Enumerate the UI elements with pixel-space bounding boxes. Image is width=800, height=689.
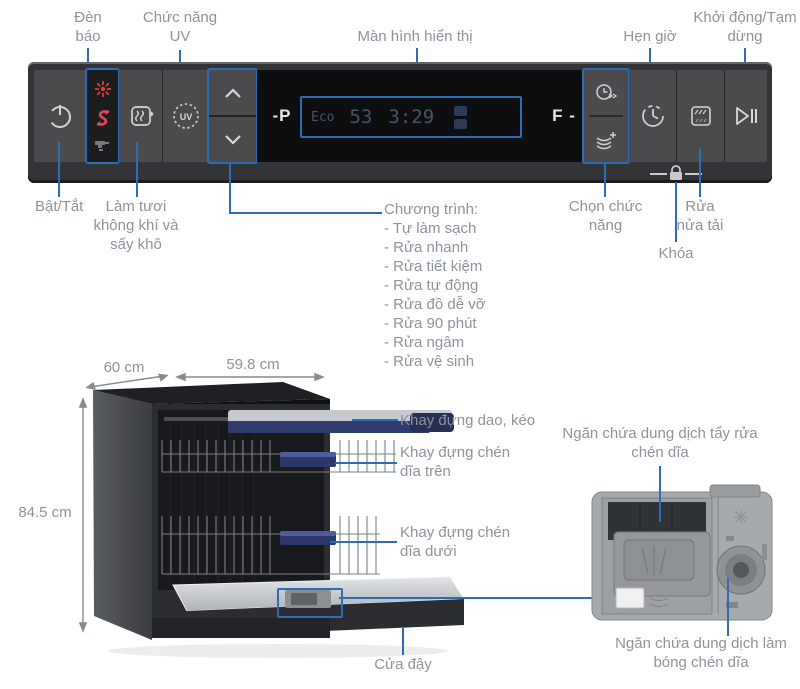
function-label: F -	[552, 106, 576, 125]
cabinet-top	[93, 382, 330, 404]
function-select	[582, 68, 630, 164]
display-screen: Eco 53 3:29	[300, 96, 522, 138]
callout-display: Màn hình hiển thị	[357, 28, 473, 45]
air-refresh-button[interactable]	[119, 70, 162, 162]
callout-indicator-lights: Đèn báo	[74, 9, 102, 46]
start-pause-button[interactable]	[725, 70, 767, 162]
callout-half-load: Rửa nửa tải	[676, 198, 724, 235]
callout-line	[604, 162, 606, 197]
callout-line	[659, 466, 661, 522]
program-list: Chương trình: - Tự làm sạch - Rửa nhanh …	[384, 200, 486, 371]
display-value: 53	[349, 106, 373, 128]
callout-line	[136, 142, 138, 197]
program-down-button[interactable]	[209, 117, 256, 162]
extra-dish-icon	[596, 131, 616, 149]
uv-icon: UV	[172, 103, 199, 129]
door-dispenser-highlight	[277, 588, 343, 618]
callout-cutlery-tray: Khay đựng dao, kéo	[400, 412, 536, 429]
callout-detergent-compartment: Ngăn chứa dung dịch tẩy rửa chén dĩa	[562, 425, 758, 462]
callout-line	[699, 148, 701, 197]
svg-text:UV: UV	[179, 112, 192, 122]
callout-timer: Hẹn giờ	[623, 28, 677, 45]
callout-line	[335, 462, 397, 464]
air-refresh-icon	[130, 106, 153, 126]
program-item: - Rửa nhanh	[384, 239, 469, 256]
upper-rack	[161, 440, 396, 473]
indicator-lights	[85, 68, 120, 164]
display-time: 3:29	[388, 106, 435, 128]
extra-dry-button[interactable]	[584, 117, 628, 162]
chevron-up-icon	[224, 87, 241, 98]
program-label: -P	[272, 106, 292, 125]
program-list-title: Chương trình:	[384, 201, 479, 218]
button-strip: UV -P Eco 53	[34, 68, 767, 164]
cabinet-opening	[158, 410, 324, 590]
power-button[interactable]	[34, 70, 86, 162]
salt-indicator-icon	[94, 81, 111, 98]
program-item: - Rửa 90 phút	[384, 315, 477, 332]
control-panel: UV -P Eco 53	[28, 62, 772, 183]
program-item: - Rửa tự động	[384, 277, 479, 294]
callout-line	[229, 162, 231, 214]
display-housing: -P Eco 53 3:29 F -	[257, 70, 583, 162]
callout-line	[727, 578, 729, 636]
chevron-down-icon	[224, 134, 241, 145]
callout-start-pause: Khởi động/Tạm dừng	[693, 9, 797, 46]
timer-button[interactable]	[629, 70, 676, 162]
program-item: - Rửa tiết kiệm	[384, 258, 483, 275]
callout-line	[330, 541, 397, 543]
callout-line	[58, 142, 60, 197]
dispenser-latch	[615, 587, 645, 609]
half-load-icon	[690, 106, 711, 126]
callout-lower-rack: Khay đựng chén dĩa dưới	[400, 524, 511, 561]
callout-line	[229, 212, 382, 214]
power-icon	[49, 105, 71, 128]
uv-button[interactable]: UV	[163, 70, 208, 162]
dim-width: 59.8 cm	[226, 356, 280, 373]
cabinet-side	[93, 390, 152, 640]
rinse-aid-indicator-icon	[96, 109, 109, 126]
dim-height: 84.5 cm	[18, 504, 72, 521]
program-item: - Rửa vệ sinh	[384, 353, 475, 370]
callout-line	[402, 628, 404, 655]
dimension-arrows	[78, 372, 325, 633]
callout-line	[87, 48, 89, 70]
vent-star	[734, 510, 748, 524]
callout-rinse-aid-compartment: Ngăn chứa dung dịch làm bóng chén dĩa	[615, 635, 787, 672]
dishwasher-illustration	[78, 372, 465, 658]
clock-icon	[641, 105, 664, 127]
program-item: - Tự làm sạch	[384, 220, 477, 237]
callout-line	[352, 419, 398, 421]
display-status-icons	[454, 105, 468, 129]
callout-door: Cửa đậy	[374, 656, 432, 673]
lower-rack	[161, 516, 380, 575]
water-tap-indicator-icon	[94, 140, 109, 151]
callout-uv-function: Chức năng UV	[142, 9, 218, 46]
callout-upper-rack: Khay đựng chén dĩa trên	[400, 444, 511, 481]
program-updown	[207, 68, 258, 164]
display-program: Eco	[311, 109, 335, 125]
play-pause-icon	[736, 107, 757, 125]
callout-line	[675, 182, 677, 242]
delay-speed-button[interactable]	[584, 70, 628, 115]
callout-function-select: Chọn chức năng	[568, 198, 643, 235]
callout-air-refresh: Làm tươi không khí và sấy khô	[93, 198, 179, 254]
dim-depth: 60 cm	[103, 359, 145, 376]
child-lock-icon	[650, 165, 702, 180]
program-item: - Rửa ngâm	[384, 334, 465, 351]
dispenser-illustration	[591, 484, 773, 621]
callout-line	[339, 597, 600, 599]
program-item: - Rửa đồ dễ vỡ	[384, 296, 486, 313]
program-up-button[interactable]	[209, 70, 256, 115]
half-load-button[interactable]	[677, 70, 724, 162]
callout-power: Bật/Tắt	[35, 198, 84, 215]
quick-time-icon	[596, 83, 618, 100]
callout-lock: Khóa	[658, 245, 694, 262]
